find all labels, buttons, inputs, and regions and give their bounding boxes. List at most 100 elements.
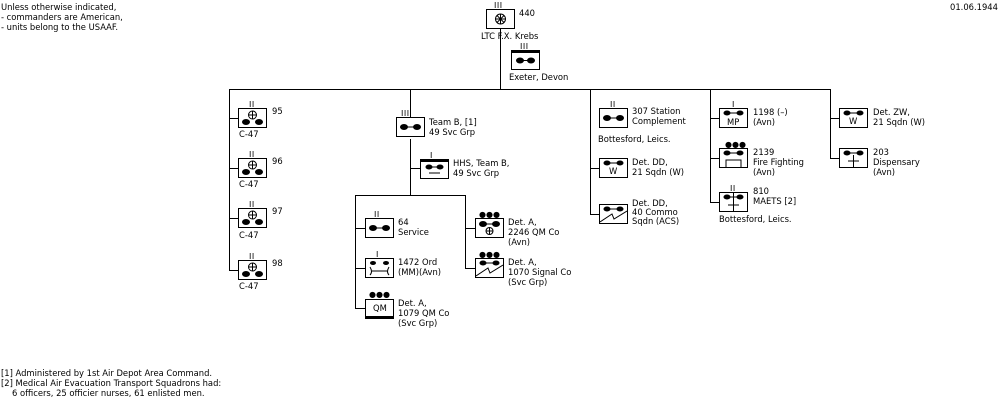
hhs-symbol <box>420 159 449 179</box>
branch <box>830 118 839 119</box>
det-zw-line-1: Det. ZW, <box>873 107 910 117</box>
col-a-line <box>229 89 230 271</box>
branch <box>710 202 719 203</box>
branch <box>229 218 238 219</box>
support-line <box>710 89 711 203</box>
echelon-det: ●●● <box>369 290 390 299</box>
echelon-sqn: II <box>610 100 616 109</box>
hhs-title-1: HHS, Team B, <box>453 158 510 168</box>
det-zw-line-2: 21 Sqdn (W) <box>873 117 926 127</box>
team-b-line <box>410 89 411 117</box>
hq-location: Exeter, Devon <box>509 72 569 82</box>
unit-1079-line-2: 1079 QM Co <box>398 308 450 318</box>
unit-number: 98 <box>272 258 283 268</box>
unit-810-location: Bottesford, Leics. <box>719 214 792 224</box>
unit-810-line-1: 810 <box>753 186 769 196</box>
trunk-line <box>500 29 501 89</box>
branch <box>229 270 238 271</box>
echelon-sqn: II <box>730 184 736 193</box>
service-symbol <box>365 218 394 238</box>
unit-1079-line-3: (Svc Grp) <box>398 318 438 328</box>
mp-symbol: MP <box>719 108 748 128</box>
branch <box>229 168 238 169</box>
airborne-icon <box>479 221 500 235</box>
hhs-title-2: 49 Svc Grp <box>453 168 500 178</box>
unit-2246-line-1: Det. A, <box>508 217 537 227</box>
aircraft-label: C-47 <box>239 230 259 240</box>
service-icon <box>425 164 444 174</box>
team-b-right-line <box>465 195 466 269</box>
signal-symbol <box>475 258 504 278</box>
mp-symbol-text: MP <box>727 117 740 127</box>
team-b-title-2: 49 Svc Grp <box>429 127 476 137</box>
unit-1198-line-2: (Avn) <box>753 117 776 127</box>
medical-cross-icon <box>723 193 744 211</box>
unit-203-line-1: 203 <box>873 147 889 157</box>
group-number: 440 <box>519 8 535 18</box>
echelon-det: ●●● <box>479 250 500 259</box>
aircraft-label: C-47 <box>239 179 259 189</box>
service-icon <box>843 110 864 116</box>
fire-icon <box>723 150 744 167</box>
troop-carrier-symbol <box>238 208 267 228</box>
medical-cross-icon <box>843 150 864 167</box>
main-bus-line <box>229 89 831 90</box>
branch <box>410 168 420 169</box>
team-b-symbol <box>396 117 425 137</box>
branch <box>465 268 475 269</box>
echelon: II <box>249 200 255 209</box>
branch <box>590 168 599 169</box>
qm-symbol-text: QM <box>373 303 387 313</box>
footnote-1: [1] Administered by 1st Air Depot Area C… <box>1 368 213 378</box>
echelon-group: III <box>494 1 503 10</box>
hq-symbol <box>511 50 540 70</box>
det-dd-40-line-2: 40 Commo <box>632 207 678 217</box>
branch <box>710 118 719 119</box>
echelon: II <box>249 150 255 159</box>
weather-symbol: W <box>599 158 628 178</box>
unit-1070-line-1: Det. A, <box>508 257 537 267</box>
airborne-icon <box>242 110 263 125</box>
aircraft-label: C-47 <box>239 281 259 291</box>
station-title-2: Complement <box>632 116 686 126</box>
unit-1079-line-1: Det. A, <box>398 298 427 308</box>
service-icon <box>603 115 624 121</box>
team-b-title-1: Team B, [1] <box>429 117 477 127</box>
unit-number: 97 <box>272 206 283 216</box>
legend-line-3: - units belong to the USAAF. <box>1 22 119 32</box>
echelon-co: I <box>430 151 433 160</box>
weather-symbol-text: W <box>849 116 858 126</box>
service-icon <box>369 225 390 231</box>
unit-1472-line-1: 1472 Ord <box>398 257 438 267</box>
echelon-sqn: II <box>374 210 380 219</box>
service-icon <box>723 110 744 116</box>
qm-avn-symbol <box>475 218 504 238</box>
footnote-2-detail: 6 officers, 25 officier nurses, 61 enlis… <box>12 388 205 398</box>
echelon: II <box>249 100 255 109</box>
unit-810-line-2: MAETS [2] <box>753 196 797 206</box>
airborne-icon <box>242 210 263 225</box>
footnote-2: [2] Medical Air Evacuation Transport Squ… <box>1 378 222 388</box>
ordnance-icon <box>369 261 390 276</box>
service-icon <box>603 160 624 166</box>
unit-2246-line-2: 2246 QM Co <box>508 227 560 237</box>
branch <box>465 228 475 229</box>
troop-carrier-symbol <box>238 108 267 128</box>
unit-2139-line-1: 2139 <box>753 147 775 157</box>
unit-203-line-3: (Avn) <box>873 167 896 177</box>
legend-line-2: - commanders are American, <box>1 12 123 22</box>
troop-carrier-symbol <box>238 158 267 178</box>
echelon-co: I <box>376 250 379 259</box>
echelon: II <box>249 252 255 261</box>
weather-symbol-text: W <box>609 166 618 176</box>
signal-icon <box>476 260 503 277</box>
team-b-stem <box>410 139 411 195</box>
group-440-symbol <box>486 9 515 29</box>
team-b-bus <box>355 195 465 196</box>
unit-64-line-1: 64 <box>398 217 409 227</box>
legend-line-1: Unless otherwise indicated, <box>1 2 117 12</box>
station-symbol <box>599 108 628 128</box>
unit-1070-line-3: (Svc Grp) <box>508 277 548 287</box>
station-title-1: 307 Station <box>632 106 681 116</box>
airborne-icon <box>242 160 263 175</box>
